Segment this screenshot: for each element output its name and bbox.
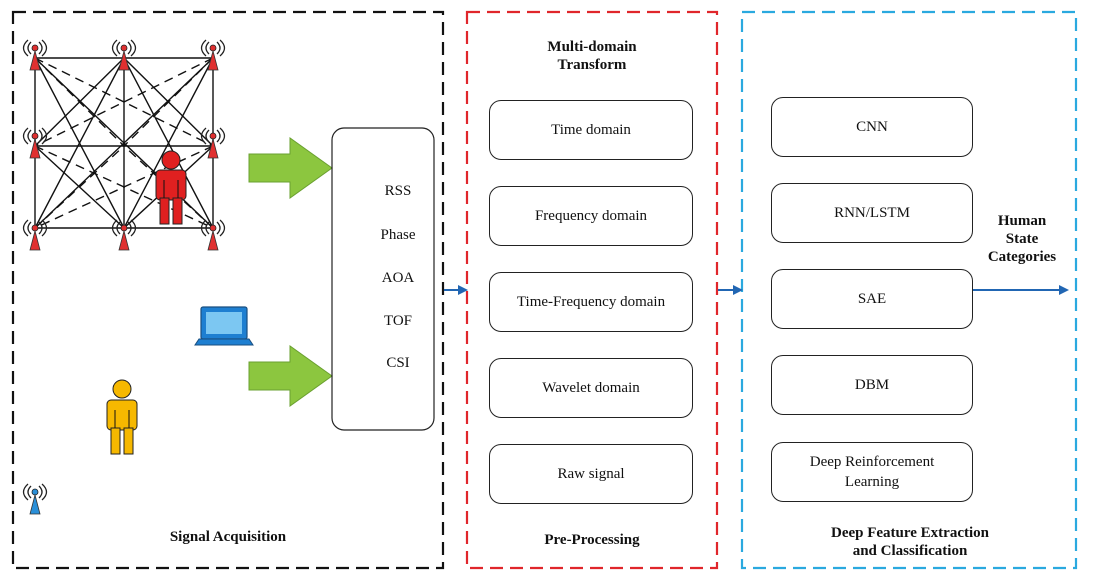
person-icon: [106, 379, 138, 455]
signal-label: Phase: [380, 227, 416, 243]
domain-box: Time-Frequency domain: [489, 272, 693, 332]
laptop-icon: [194, 306, 254, 346]
preprocessing-panel: [465, 10, 719, 570]
domain-box: Wavelet domain: [489, 358, 693, 418]
antenna-mesh-dashed: [34, 57, 214, 229]
green-arrow-icon: [248, 345, 333, 407]
deep-title: Deep Feature Extraction and Classificati…: [830, 525, 989, 559]
domain-box: Time domain: [489, 100, 693, 160]
acquisition-panel: [11, 10, 445, 570]
green-arrow-icon: [248, 137, 333, 199]
model-box: RNN/LSTM: [771, 183, 973, 243]
signal-label: TOF: [383, 313, 413, 329]
model-box: SAE: [771, 269, 973, 329]
signal-list-box: [331, 127, 435, 431]
preprocessing-title: Pre-Processing: [544, 532, 640, 548]
model-box: DBM: [771, 355, 973, 415]
antenna-icon: [22, 483, 48, 515]
model-box: Deep Reinforcement Learning: [771, 442, 973, 502]
domain-box: Frequency domain: [489, 186, 693, 246]
signal-label: RSS: [384, 183, 412, 199]
person-icon: [155, 150, 187, 225]
model-box: CNN: [771, 97, 973, 157]
output-label: Human State Categories: [987, 213, 1057, 265]
signal-label: CSI: [386, 355, 410, 371]
domain-box: Raw signal: [489, 444, 693, 504]
signal-label: AOA: [381, 270, 415, 286]
acquisition-title: Signal Acquisition: [169, 529, 287, 545]
preprocessing-header: Multi-domain Transform: [547, 39, 637, 73]
